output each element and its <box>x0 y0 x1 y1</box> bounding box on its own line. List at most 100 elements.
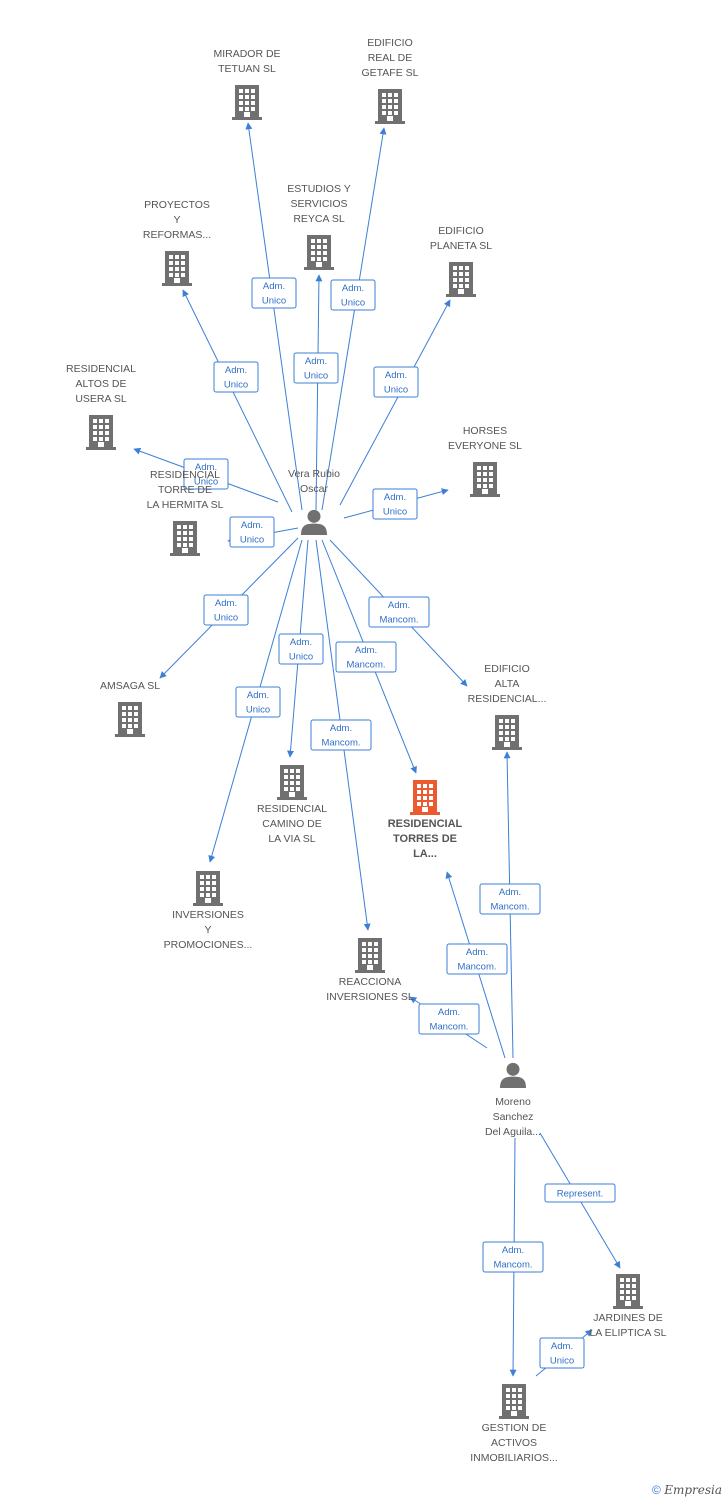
company-node-n12[interactable]: RESIDENCIAL TORRES DE LA... <box>388 780 463 860</box>
edge-line <box>339 299 451 506</box>
company-node-n10[interactable]: EDIFICIOALTARESIDENCIAL... <box>468 663 547 750</box>
edge-label-text: Unico <box>246 705 270 716</box>
node-label: RESIDENCIAL <box>388 818 463 830</box>
company-node-n4[interactable]: PROYECTOSYREFORMAS... <box>143 199 211 286</box>
edge-label-box[interactable]: Adm.Unico <box>251 277 297 309</box>
node-label: MIRADOR DE <box>213 48 280 60</box>
node-label: TORRE DE <box>158 484 212 496</box>
edge-label-box[interactable]: Adm.Unico <box>183 458 229 490</box>
building-icon <box>277 765 307 800</box>
edge-label-box[interactable]: Adm.Unico <box>372 488 418 520</box>
empresia-logo[interactable]: Empresia <box>664 1483 722 1497</box>
edge-p1-n1: Adm.Unico <box>245 122 303 511</box>
edge-p1-n6: Adm.Unico <box>133 447 279 503</box>
node-label: LA ELIPTICA SL <box>589 1327 666 1339</box>
edge-label-frame <box>183 458 229 490</box>
edge-label-box[interactable]: Adm. Mancom. <box>335 641 397 673</box>
node-label: PROYECTOS <box>144 199 210 211</box>
person-icon <box>500 1062 526 1088</box>
edge-label-text: Unico <box>289 652 313 663</box>
edge-label-frame <box>446 943 508 975</box>
node-label: EDIFICIO <box>367 37 413 49</box>
edge-label-box[interactable]: Represent. <box>544 1183 616 1203</box>
node-label: REYCA SL <box>293 213 345 225</box>
building-icon <box>410 780 440 815</box>
edge-label-text: Unico <box>194 477 218 488</box>
node-label: REFORMAS... <box>143 229 211 241</box>
node-label: EDIFICIO <box>484 663 530 675</box>
edge-label-box[interactable]: Adm.Mancom. <box>418 1003 480 1035</box>
edge-label-text: Unico <box>384 385 408 396</box>
edge-label-text: Adm. <box>499 887 521 898</box>
edge-p1-n11: Adm. Unico <box>278 539 324 758</box>
company-node-n16[interactable]: GESTION DEACTIVOSINMOBILIARIOS... <box>470 1384 558 1464</box>
building-icon <box>170 521 200 556</box>
edge-label-box[interactable]: Adm.Mancom. <box>446 943 508 975</box>
edge-label-frame <box>235 686 281 718</box>
node-label: RESIDENCIAL... <box>468 693 547 705</box>
edge-label-text: Unico <box>550 1356 574 1367</box>
edge-label-text: Adm. <box>247 690 269 701</box>
node-label: EVERYONE SL <box>448 440 522 452</box>
edge-label-text: Adm. <box>355 645 377 656</box>
company-node-n13[interactable]: INVERSIONESYPROMOCIONES... <box>164 871 253 951</box>
edge-label-text: Mancom. <box>457 962 496 973</box>
edge-label-box[interactable]: Adm. Unico <box>278 633 324 665</box>
company-node-n9[interactable]: AMSAGA SL <box>100 680 160 737</box>
node-label: LA... <box>413 848 437 860</box>
edge-label-text: Unico <box>383 507 407 518</box>
building-icon <box>304 235 334 270</box>
copyright-mark: © <box>652 1483 661 1497</box>
edge-label-box[interactable]: Adm.Mancom. <box>479 883 541 915</box>
edge-p2-n14: Adm.Mancom. <box>409 996 488 1049</box>
edge-label-text: Unico <box>224 380 248 391</box>
building-icon <box>115 702 145 737</box>
edge-label-text: Adm. <box>290 637 312 648</box>
edge-label-text: Adm. <box>215 598 237 609</box>
edge-label-text: Mancom. <box>346 660 385 671</box>
building-icon <box>446 262 476 297</box>
node-label: GESTION DE <box>482 1422 547 1434</box>
node-label: Del Aguila... <box>485 1126 541 1138</box>
node-label: GETAFE SL <box>362 67 419 79</box>
edge-label-box[interactable]: Adm.Unico <box>203 594 249 626</box>
building-icon <box>162 251 192 286</box>
edge-label-box[interactable]: Adm.Unico <box>373 366 419 398</box>
edge-label-text: Adm. <box>342 283 364 294</box>
edge-label-box[interactable]: Adm.Unico <box>539 1337 585 1369</box>
node-label: REACCIONA <box>339 976 401 988</box>
edge-label-box[interactable]: Adm.Unico <box>229 516 275 548</box>
edge-label-box[interactable]: Adm. Unico <box>235 686 281 718</box>
edge-label-text: Adm. <box>241 520 263 531</box>
edge-label-frame <box>213 361 259 393</box>
edge-label-box[interactable]: Adm.Unico <box>213 361 259 393</box>
edge-label-box[interactable]: Adm.Mancom. <box>310 719 372 751</box>
node-label: TORRES DE <box>393 833 457 845</box>
edge-p1-n12: Adm. Mancom. <box>321 539 417 774</box>
edge-label-box[interactable]: Adm.Mancom. <box>482 1241 544 1273</box>
edge-label-box[interactable]: Adm.Unico <box>293 352 339 384</box>
edge-label-frame <box>203 594 249 626</box>
edge-label-box[interactable]: Adm.Unico <box>330 279 376 311</box>
edge-label-frame <box>544 1183 616 1203</box>
node-label: Oscar <box>300 483 329 495</box>
person-icon <box>301 509 327 535</box>
edge-label-box[interactable]: Adm.Mancom. <box>368 596 430 628</box>
node-label: Vera Rubio <box>288 468 340 480</box>
building-icon <box>355 938 385 973</box>
edge-p1-n5: Adm.Unico <box>339 299 451 506</box>
node-label: RESIDENCIAL <box>257 803 327 815</box>
